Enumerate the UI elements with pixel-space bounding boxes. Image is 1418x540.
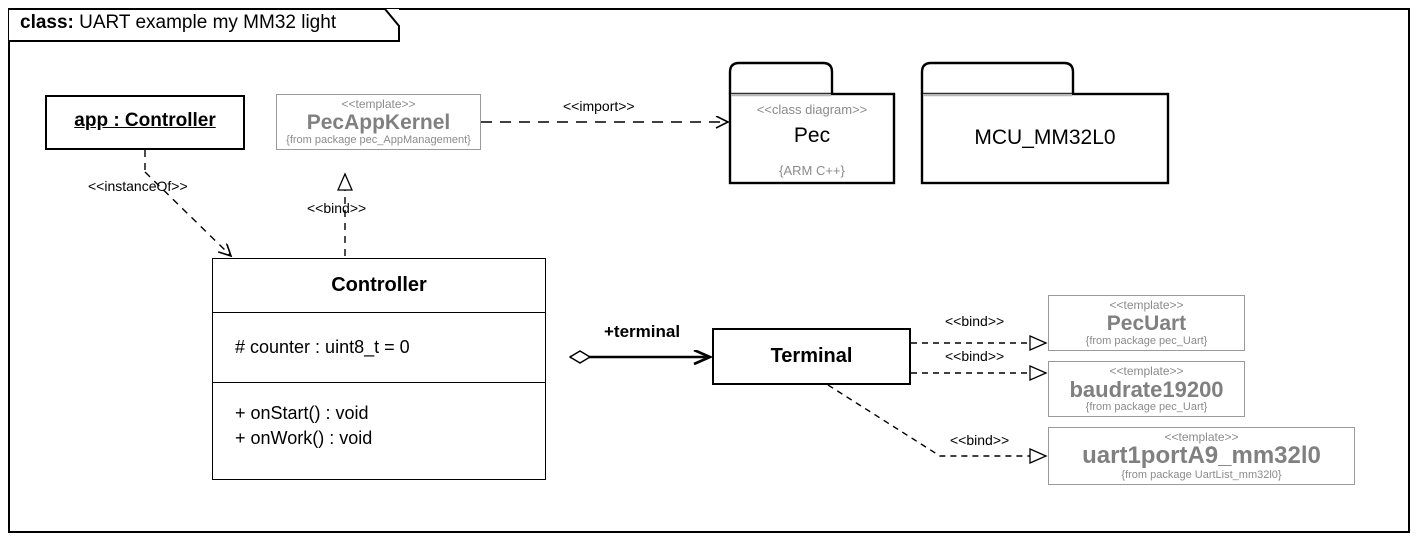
package-mcu-shape	[920, 61, 1170, 185]
connector-label-bind-pecuart: <<bind>>	[945, 313, 1005, 329]
template-name: uart1portA9_mm32l0	[1082, 442, 1321, 469]
class-operations-compartment: + onStart() : void + onWork() : void	[213, 383, 545, 451]
class-terminal[interactable]: Terminal	[712, 328, 911, 385]
class-name: Controller	[331, 274, 427, 296]
class-name: Terminal	[770, 345, 853, 367]
package-note: {ARM C++}	[779, 163, 845, 178]
template-name: baudrate19200	[1069, 377, 1224, 402]
template-stereotype: <<template>>	[1109, 364, 1184, 378]
class-attribute: # counter : uint8_t = 0	[235, 337, 410, 357]
class-name-compartment: Controller	[213, 259, 545, 313]
package-name: Pec	[793, 124, 831, 147]
template-stereotype: <<template>>	[1109, 298, 1184, 312]
instance-label: app : Controller	[74, 110, 216, 131]
template-pecappkernel[interactable]: <<template>> PecAppKernel {from package …	[276, 94, 481, 150]
instance-app-controller[interactable]: app : Controller	[45, 95, 245, 150]
template-pecuart[interactable]: <<template>> PecUart {from package pec_U…	[1048, 295, 1245, 351]
diagram-frame	[8, 8, 1410, 533]
connector-label-import: <<import>>	[563, 98, 635, 114]
connector-label-terminal-role: +terminal	[604, 322, 681, 341]
connector-label-bind-kernel: <<bind>>	[307, 200, 367, 216]
connector-label-bind-uart1: <<bind>>	[950, 432, 1010, 448]
template-from-package: {from package pec_Uart}	[1085, 335, 1208, 347]
template-from-package: {from package UartList_mm32l0}	[1121, 469, 1282, 481]
template-uart1porta9-mm32l0[interactable]: <<template>> uart1portA9_mm32l0 {from pa…	[1048, 427, 1355, 485]
template-from-package: {from package pec_AppManagement}	[286, 134, 471, 146]
template-stereotype: <<template>>	[1164, 430, 1239, 444]
template-baudrate19200[interactable]: <<template>> baudrate19200 {from package…	[1048, 361, 1245, 417]
template-name: PecUart	[1106, 312, 1187, 335]
template-name: PecAppKernel	[306, 111, 451, 134]
connector-label-instanceof: <<instanceOf>>	[88, 178, 188, 194]
package-pec-shape	[728, 61, 896, 185]
package-mcu-mm32l0[interactable]: MCU_MM32L0	[920, 60, 1170, 185]
class-operation: + onWork() : void	[235, 428, 373, 448]
frame-kind-label: class:	[20, 12, 74, 33]
package-name: MCU_MM32L0	[974, 126, 1116, 149]
frame-title: class: UART example my MM32 light	[20, 12, 336, 34]
connector-label-bind-baudrate: <<bind>>	[945, 348, 1005, 364]
template-from-package: {from package pec_Uart}	[1085, 401, 1208, 413]
class-attributes-compartment: # counter : uint8_t = 0	[213, 313, 545, 383]
package-pec[interactable]: <<class diagram>> Pec {ARM C++}	[728, 60, 896, 185]
frame-title-text: UART example my MM32 light	[79, 12, 337, 33]
package-stereotype: <<class diagram>>	[756, 102, 868, 117]
template-stereotype: <<template>>	[341, 97, 416, 111]
class-controller[interactable]: Controller # counter : uint8_t = 0 + onS…	[212, 258, 546, 480]
class-operation: + onStart() : void	[235, 403, 369, 423]
